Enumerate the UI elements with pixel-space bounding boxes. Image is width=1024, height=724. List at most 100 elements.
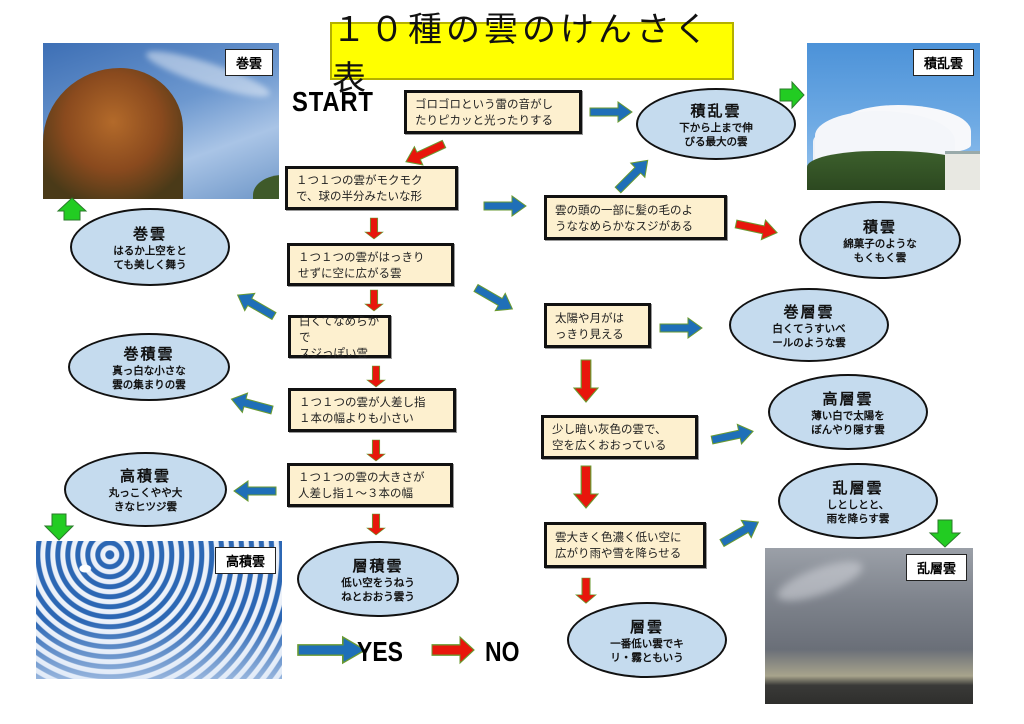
green-arrow-down-icon — [43, 513, 75, 541]
no-arrow-icon — [573, 359, 599, 403]
photo-label-cumulonimbus: 積乱雲 — [912, 49, 974, 76]
yes-arrow-icon — [232, 285, 280, 326]
yes-arrow-icon — [470, 278, 518, 319]
oval-cirrus: 巻雲 はるか上空をと ても美しく舞う — [70, 208, 230, 286]
green-arrow-right-icon — [779, 80, 805, 110]
cloud-desc: 丸っこくやや大 — [108, 487, 183, 499]
question-sun-moon: 太陽や月がは っきり見える — [544, 303, 651, 348]
cloud-desc: 一番低い雲でキ — [610, 637, 684, 650]
question-text-line: １本の幅よりも小さい — [299, 411, 414, 425]
cloud-desc: きなヒツジ雲 — [114, 501, 177, 513]
cloud-desc: リ・霧ともいう — [610, 651, 684, 664]
yes-arrow-icon — [716, 512, 764, 553]
question-text-line: うななめらかなスジがある — [555, 218, 693, 233]
question-white-smooth: 白くてなめらかで スジっぽい雲 — [288, 313, 391, 360]
no-arrow-icon — [573, 465, 599, 509]
question-puffy: １つ１つの雲がモクモク で、球の半分みたいな形 — [285, 166, 458, 210]
photo-altocumulus: 高積雲 — [36, 541, 282, 679]
cloud-desc: 白くてうすいベ — [772, 322, 846, 335]
cloud-name: 高積雲 — [119, 467, 171, 485]
question-hair-streaks: 雲の頭の一部に髪の毛のよ うななめらかなスジがある — [544, 195, 727, 240]
tree-shape — [43, 68, 183, 199]
cloud-desc: ても美しく舞う — [113, 258, 187, 271]
question-text-line: 空を広くおおっている — [552, 438, 667, 452]
question-text-line: せずに空に広がる雲 — [298, 265, 402, 280]
yes-arrow-icon — [228, 388, 276, 421]
cloud-name: 積乱雲 — [690, 101, 742, 120]
oval-stratus: 層雲 一番低い雲でキ リ・霧ともいう — [567, 602, 727, 678]
question-spread: １つ１つの雲がはっきり せずに空に広がる雲 — [287, 243, 454, 286]
question-text-line: 少し暗い灰色の雲で、 — [552, 422, 667, 436]
question-gray-cover: 少し暗い灰色の雲で、 空を広くおおっている — [541, 415, 698, 459]
question-text-line: １つ１つの雲が人差し指 — [299, 395, 426, 409]
cloud-desc: ールのような雲 — [772, 336, 846, 349]
no-arrow-icon — [431, 636, 475, 664]
cloud-desc: 下から上まで伸 — [679, 121, 753, 134]
question-finger-1-3: １つ１つの雲の大きさが 人差し指１～３本の幅 — [287, 463, 453, 507]
start-label: START — [292, 86, 374, 117]
yes-arrow-icon — [709, 420, 756, 451]
question-text-line: っきり見える — [555, 326, 624, 341]
question-text-line: 太陽や月がは — [555, 310, 624, 325]
cloud-desc: 薄い白で太陽を — [811, 409, 885, 422]
question-text-line: 白くてなめらかで — [299, 313, 380, 344]
question-text-line: たりピカッと光ったりする — [415, 113, 553, 127]
oval-altocumulus: 高積雲 丸っこくやや大 きなヒツジ雲 — [64, 452, 227, 527]
no-arrow-icon — [366, 439, 386, 462]
photo-nimbostratus: 乱層雲 — [765, 548, 973, 704]
oval-cirrocumulus: 巻積雲 真っ白な小さな 雲の集まりの雲 — [68, 333, 230, 401]
cloud-name: 高層雲 — [822, 389, 874, 408]
question-text-line: 雲の頭の一部に髪の毛のよ — [555, 202, 693, 217]
question-text-line: で、球の半分みたいな形 — [296, 189, 423, 203]
cloud-desc: はるか上空をと — [113, 244, 187, 257]
no-arrow-icon — [364, 289, 384, 312]
cloud-desc: 真っ白な小さな — [112, 364, 186, 377]
question-text-line: 人差し指１～３本の幅 — [298, 486, 413, 500]
cloud-desc: 低い空をうねう — [341, 576, 415, 589]
no-arrow-icon — [575, 577, 597, 604]
green-arrow-up-icon — [56, 197, 88, 221]
question-text-line: １つ１つの雲の大きさが — [298, 470, 425, 484]
photo-label-altocumulus: 高積雲 — [214, 547, 276, 574]
photo-cirrus: 巻雲 — [43, 43, 279, 199]
oval-altostratus: 高層雲 薄い白で太陽を ぼんやり隠す雲 — [768, 374, 928, 450]
cloud-desc: 綿菓子のような — [843, 237, 917, 250]
no-arrow-icon — [401, 134, 449, 172]
yes-arrow-icon — [610, 152, 656, 198]
cloud-name: 巻雲 — [132, 224, 167, 243]
yes-arrows — [228, 101, 764, 664]
no-arrow-icon — [364, 217, 384, 240]
no-arrow-icon — [733, 213, 780, 244]
yes-arrow-icon — [483, 195, 527, 217]
oval-nimbostratus: 乱層雲 しとしとと、 雨を降らす雲 — [778, 463, 938, 539]
question-text-line: ゴロゴロという雷の音がし — [415, 97, 553, 111]
cloud-name: 乱層雲 — [832, 478, 884, 497]
legend-no: NO — [485, 636, 520, 667]
yes-arrow-icon — [297, 636, 367, 664]
no-arrow-icon — [366, 365, 386, 388]
cloud-desc: しとしとと、 — [826, 498, 890, 511]
question-text-line: 広がり雨や雪を降らせる — [555, 546, 682, 560]
oval-cumulus: 積雲 綿菓子のような もくもく雲 — [799, 201, 961, 279]
oval-cirrostratus: 巻層雲 白くてうすいベ ールのような雲 — [729, 288, 889, 362]
cloud-name: 巻積雲 — [123, 344, 175, 363]
green-arrow-down-icon — [928, 519, 962, 548]
no-arrows — [364, 134, 780, 664]
photo-arrows — [43, 80, 962, 548]
yes-arrow-icon — [589, 101, 633, 123]
cloud-name: 積雲 — [862, 217, 897, 236]
question-thunder: ゴロゴロという雷の音がし たりピカッと光ったりする — [404, 90, 582, 134]
no-arrow-icon — [366, 513, 386, 536]
oval-stratocumulus: 層積雲 低い空をうねう ねとおおう雲う — [297, 541, 459, 617]
question-text-line: １つ１つの雲がモクモク — [296, 173, 423, 187]
cloud-name: 層雲 — [629, 617, 664, 636]
cloud-desc: ぼんやり隠す雲 — [811, 423, 885, 436]
question-text-line: 雲大きく色濃く低い空に — [555, 530, 682, 544]
photo-cumulonimbus: 積乱雲 — [807, 43, 980, 190]
photo-label-cirrus: 巻雲 — [224, 49, 273, 76]
yes-arrow-icon — [659, 317, 703, 339]
cloud-name: 層積雲 — [352, 556, 404, 575]
cloud-haze — [36, 621, 282, 679]
cloud-desc: ねとおおう雲う — [341, 590, 415, 603]
